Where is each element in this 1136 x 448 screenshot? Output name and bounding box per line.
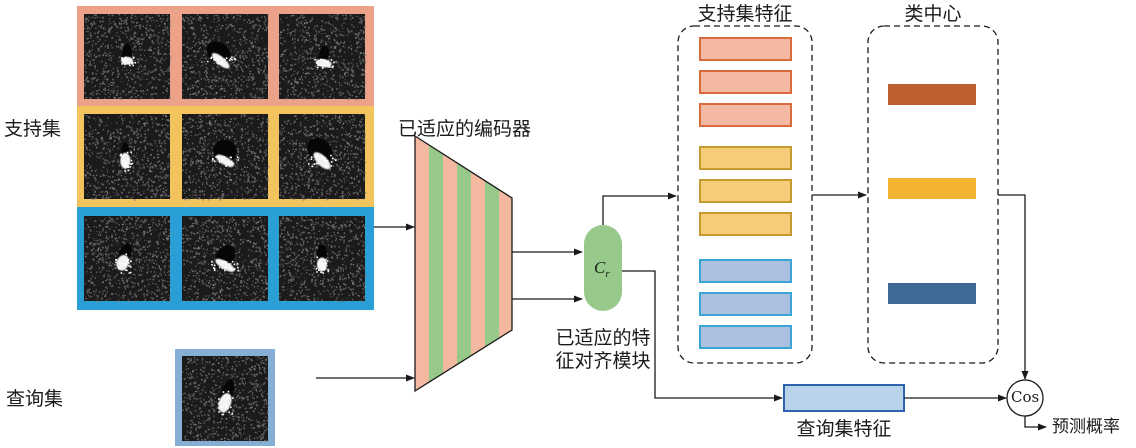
- align-symbol-sub: r: [605, 268, 609, 280]
- support-feature-bar: [700, 71, 791, 93]
- support-feature-bar: [700, 326, 791, 348]
- class-centers-label: 类中心: [904, 3, 961, 25]
- adapted-encoder: [415, 130, 513, 395]
- sar-image-tile: [182, 356, 269, 442]
- sar-image-tile: [182, 14, 270, 100]
- encoder-stripe: [415, 130, 429, 395]
- support-feature-bar: [700, 213, 791, 235]
- support-feature-bars: [700, 38, 791, 348]
- arrow-align-to-support-features: [603, 196, 676, 225]
- class-center-bar: [888, 84, 976, 105]
- sar-image-tile: [279, 216, 366, 303]
- encoder-stripe: [499, 130, 513, 395]
- support-feature-bar: [700, 180, 791, 202]
- query-set-label: 查询集: [6, 388, 63, 410]
- query-features-bar: [784, 385, 904, 411]
- align-module-label-line2: 征对齐模块: [555, 350, 650, 372]
- query-image: [182, 356, 269, 442]
- sar-image-tile: [279, 14, 367, 101]
- encoder-stripe: [471, 130, 485, 395]
- support-feature-bar: [700, 147, 791, 169]
- encoder-label: 已适应的编码器: [398, 118, 531, 140]
- sar-image-tile: [84, 216, 171, 303]
- support-feature-bar: [700, 104, 791, 126]
- support-feature-bar: [700, 293, 791, 315]
- query-features-label: 查询集特征: [796, 418, 891, 440]
- class-center-bar: [888, 283, 976, 304]
- align-module-label-line1: 已适应的特: [555, 327, 650, 349]
- support-feature-bar: [700, 260, 791, 282]
- encoder-stripe: [485, 130, 499, 395]
- sar-image-tile: [182, 216, 269, 302]
- align-symbol-main: C: [594, 258, 605, 277]
- arrow-centers-to-cos: [998, 195, 1025, 379]
- encoder-stripe: [443, 130, 457, 395]
- encoder-stripe: [429, 130, 443, 395]
- support-feature-bar: [700, 38, 791, 60]
- support-image-grid: [84, 14, 367, 303]
- cos-label: Cos: [1011, 388, 1039, 406]
- sar-image-tile: [182, 114, 269, 201]
- support-features-label: 支持集特征: [697, 3, 792, 25]
- sar-image-tile: [279, 114, 366, 201]
- sar-image-tile: [84, 14, 171, 101]
- sar-image-tile: [84, 114, 171, 201]
- class-center-bar: [888, 178, 976, 199]
- prediction-label: 预测概率: [1052, 416, 1120, 438]
- arrow-cos-to-prediction: [1025, 416, 1046, 427]
- align-module-symbol: Cr: [594, 258, 610, 280]
- support-set-label: 支持集: [4, 118, 61, 140]
